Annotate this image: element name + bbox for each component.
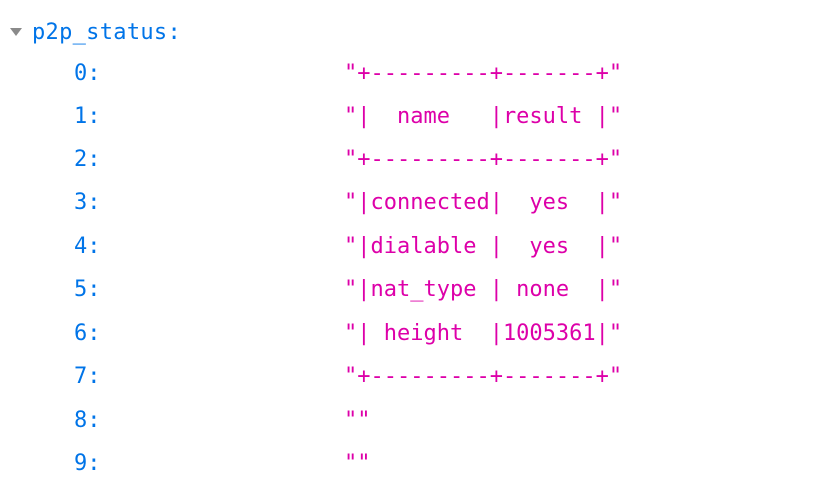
entry-value: "|dialable | yes |" bbox=[344, 233, 623, 259]
array-entry: 5: "|nat_type | none |" bbox=[0, 269, 838, 309]
entry-value: "| height |1005361|" bbox=[344, 320, 623, 346]
p2p-status-node[interactable]: p2p_status: bbox=[10, 16, 181, 48]
entry-value: "|connected| yes |" bbox=[344, 189, 623, 215]
entry-index: 4: bbox=[74, 233, 101, 259]
entry-value: "" bbox=[344, 407, 371, 433]
entry-value: "| name |result |" bbox=[344, 103, 623, 129]
entry-index: 7: bbox=[74, 363, 101, 389]
entry-index: 5: bbox=[74, 276, 101, 302]
entry-index: 1: bbox=[74, 103, 101, 129]
array-entry: 9: "" bbox=[0, 443, 838, 483]
array-entry: 2: "+---------+-------+" bbox=[0, 139, 838, 179]
entry-index: 8: bbox=[74, 407, 101, 433]
entry-index: 3: bbox=[74, 189, 101, 215]
entry-value: "+---------+-------+" bbox=[344, 146, 623, 172]
entry-value: "" bbox=[344, 450, 371, 476]
array-entry: 0: "+---------+-------+" bbox=[0, 53, 838, 93]
array-entry: 1: "| name |result |" bbox=[0, 96, 838, 136]
array-entry: 7: "+---------+-------+" bbox=[0, 356, 838, 396]
array-entry: 3: "|connected| yes |" bbox=[0, 182, 838, 222]
array-entry: 8: "" bbox=[0, 400, 838, 440]
entry-index: 2: bbox=[74, 146, 101, 172]
array-entry: 4: "|dialable | yes |" bbox=[0, 226, 838, 266]
entry-index: 0: bbox=[74, 60, 101, 86]
entry-value: "+---------+-------+" bbox=[344, 60, 623, 86]
array-entry: 6: "| height |1005361|" bbox=[0, 313, 838, 353]
entry-value: "+---------+-------+" bbox=[344, 363, 623, 389]
node-key: p2p_status: bbox=[32, 19, 181, 45]
entry-value: "|nat_type | none |" bbox=[344, 276, 623, 302]
entry-index: 6: bbox=[74, 320, 101, 346]
entry-index: 9: bbox=[74, 450, 101, 476]
collapse-triangle-icon[interactable] bbox=[10, 28, 22, 36]
